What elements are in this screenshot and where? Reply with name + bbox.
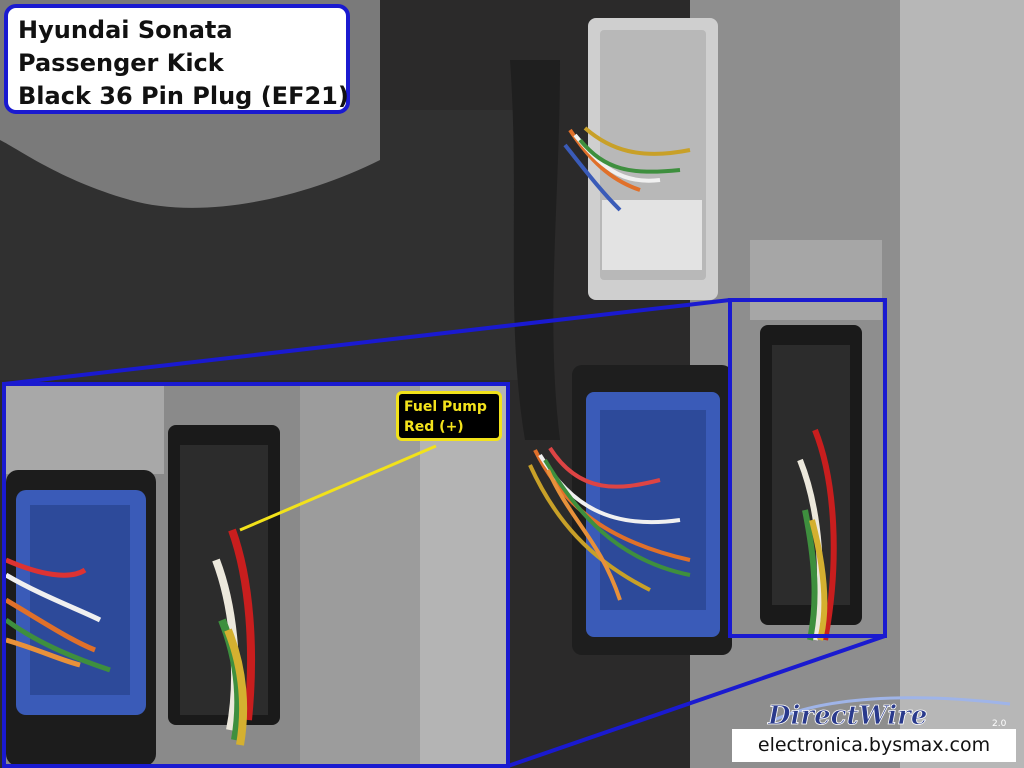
logo-version-text: 2.0: [992, 719, 1007, 729]
title-box: Hyundai Sonata Passenger Kick Black 36 P…: [4, 4, 350, 114]
inset-black-wires: [212, 528, 256, 746]
inset-blue-wires: [4, 557, 111, 673]
zoom-frame-inset: [2, 382, 510, 768]
zoom-line-bottom: [507, 634, 886, 768]
callout-leader: [239, 444, 437, 532]
zoom-line-top: [3, 298, 731, 386]
callout-function: Fuel Pump: [404, 399, 487, 415]
black-harness-sleeve: [510, 60, 560, 440]
black-connector-wires: [797, 428, 837, 641]
directwire-logo: DirectWire 2.0: [767, 696, 1011, 731]
title-plug: Black 36 Pin Plug (EF21): [18, 82, 349, 110]
inset-view: [4, 384, 508, 766]
upper-wire-bundle: [563, 126, 691, 212]
logo-brand-text: DirectWire: [767, 701, 927, 731]
white-connector: [588, 18, 718, 300]
title-vehicle: Hyundai Sonata: [18, 16, 233, 44]
panel-highlight: [900, 0, 1024, 768]
fuel-pump-callout: Fuel Pump Red (+): [396, 391, 502, 441]
callout-wire-color: Red (+): [404, 419, 464, 435]
zoom-frame-source: [728, 298, 887, 638]
site-watermark: electronica.bysmax.com: [732, 729, 1016, 762]
blue-connector-wires: [528, 446, 691, 601]
title-location: Passenger Kick: [18, 49, 224, 77]
